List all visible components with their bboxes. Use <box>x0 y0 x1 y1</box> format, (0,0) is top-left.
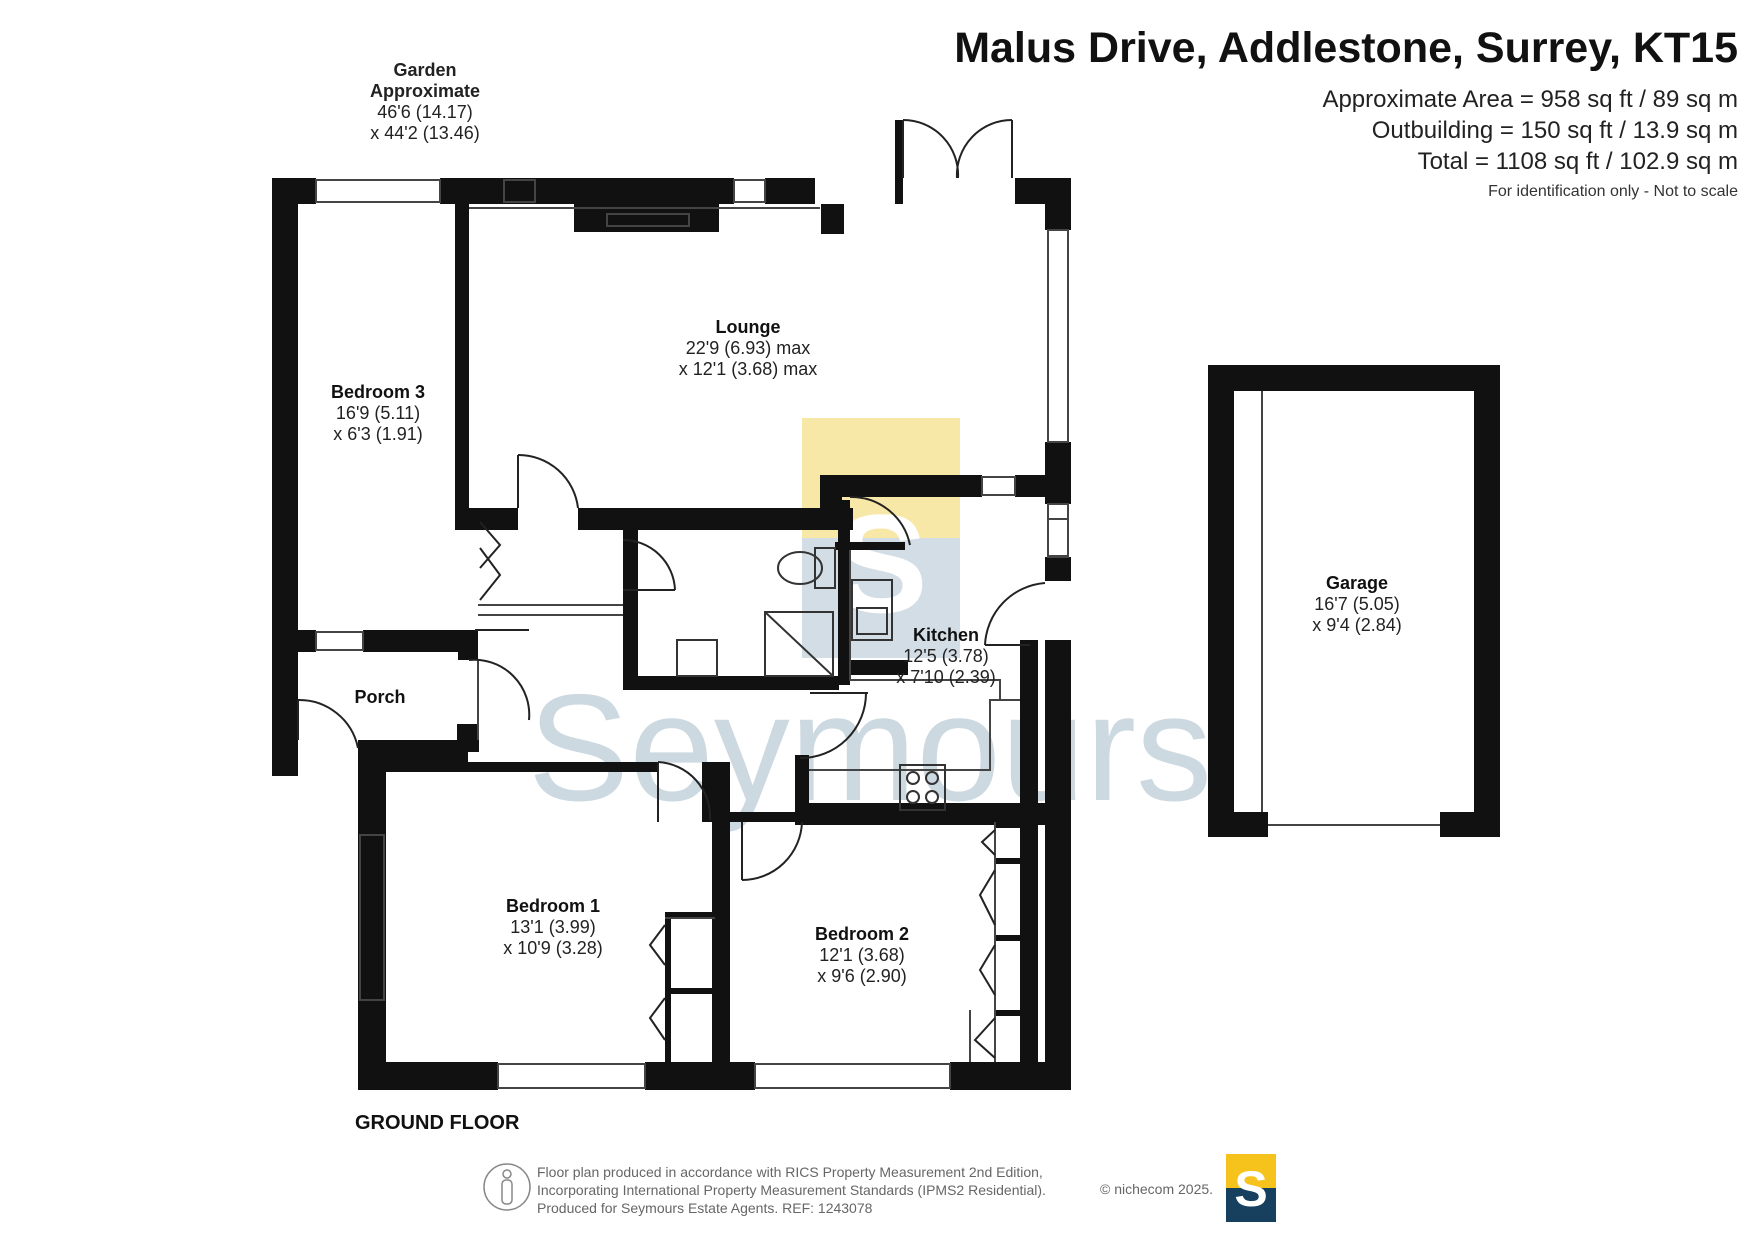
toilet <box>814 547 836 589</box>
watermark: S Seymours <box>528 418 1212 833</box>
walls <box>272 120 1500 1090</box>
footer-line-3: Produced for Seymours Estate Agents. REF… <box>537 1200 873 1216</box>
floor-label: GROUND FLOOR <box>355 1112 520 1134</box>
garden-line-1: Garden <box>393 60 456 80</box>
room-garage-dim1: 16'7 (5.05) <box>1314 594 1400 614</box>
person-icon <box>483 1163 531 1211</box>
room-bedroom1-dim1: 13'1 (3.99) <box>510 917 596 937</box>
approximate-area: Approximate Area = 958 sq ft / 89 sq m <box>1322 86 1738 113</box>
toilet-bowl <box>777 551 823 585</box>
room-bedroom3-name: Bedroom 3 <box>330 382 426 402</box>
kitchen-sink-inner <box>856 607 888 635</box>
room-kitchen: Kitchen 12'5 (3.78) x 7'10 (2.39) <box>896 625 996 688</box>
room-garage-name: Garage <box>1325 573 1389 593</box>
room-bedroom1-dim2: x 10'9 (3.28) <box>503 938 603 958</box>
room-garage-dim2: x 9'4 (2.84) <box>1312 615 1402 635</box>
footer-text: Floor plan produced in accordance with R… <box>537 1163 1046 1217</box>
garden-label: Garden Approximate 46'6 (14.17) x 44'2 (… <box>370 60 480 143</box>
room-bedroom2-dim2: x 9'6 (2.90) <box>817 966 907 986</box>
logo-lower-band <box>1226 1188 1276 1222</box>
room-porch-name: Porch <box>354 687 406 707</box>
doors <box>297 118 1046 1059</box>
room-bedroom3-dim1: 16'9 (5.11) <box>335 403 421 423</box>
room-lounge-dim1: 22'9 (6.93) max <box>685 338 811 358</box>
room-lounge-name: Lounge <box>715 317 781 337</box>
windows <box>315 179 1440 1089</box>
room-kitchen-dim1: 12'5 (3.78) <box>903 646 989 666</box>
basin <box>676 639 718 677</box>
total-area: Total = 1108 sq ft / 102.9 sq m <box>1417 148 1738 175</box>
page-title: Malus Drive, Addlestone, Surrey, KT15 <box>954 24 1738 72</box>
room-lounge-dim2: x 12'1 (3.68) max <box>678 359 818 379</box>
footer-line-2: Incorporating International Property Mea… <box>537 1182 1046 1198</box>
room-bedroom2: Bedroom 2 12'1 (3.68) x 9'6 (2.90) <box>815 924 909 987</box>
room-bedroom2-name: Bedroom 2 <box>814 924 910 944</box>
fixtures <box>676 547 946 811</box>
room-bedroom2-dim1: 12'1 (3.68) <box>819 945 905 965</box>
copyright-text: © nichecom 2025. <box>1100 1181 1214 1197</box>
kitchen-sink <box>851 579 893 641</box>
room-kitchen-name: Kitchen <box>912 625 979 645</box>
logo-letter: S <box>1234 1161 1268 1217</box>
footer-line-1: Floor plan produced in accordance with R… <box>537 1164 1043 1180</box>
room-kitchen-dim2: x 7'10 (2.39) <box>896 667 996 687</box>
room-lounge: Lounge 22'9 (6.93) max x 12'1 (3.68) max <box>679 317 818 380</box>
outbuilding-area: Outbuilding = 150 sq ft / 13.9 sq m <box>1371 117 1738 144</box>
garden-line-4: x 44'2 (13.46) <box>370 123 480 143</box>
room-garage: Garage 16'7 (5.05) x 9'4 (2.84) <box>1312 573 1401 636</box>
garden-line-2: Approximate <box>370 81 480 101</box>
room-bedroom1: Bedroom 1 13'1 (3.99) x 10'9 (3.28) <box>503 896 603 959</box>
seymours-logo: S <box>1226 1154 1276 1222</box>
room-porch: Porch <box>354 687 405 708</box>
identification-note: For identification only - Not to scale <box>1488 183 1738 200</box>
room-bedroom1-name: Bedroom 1 <box>505 896 601 916</box>
watermark-square-blue <box>802 538 960 658</box>
shower <box>764 611 834 677</box>
room-bedroom3: Bedroom 3 16'9 (5.11) x 6'3 (1.91) <box>331 382 425 445</box>
room-bedroom3-dim2: x 6'3 (1.91) <box>333 424 423 444</box>
garden-line-3: 46'6 (14.17) <box>377 102 473 122</box>
hob <box>899 764 946 811</box>
